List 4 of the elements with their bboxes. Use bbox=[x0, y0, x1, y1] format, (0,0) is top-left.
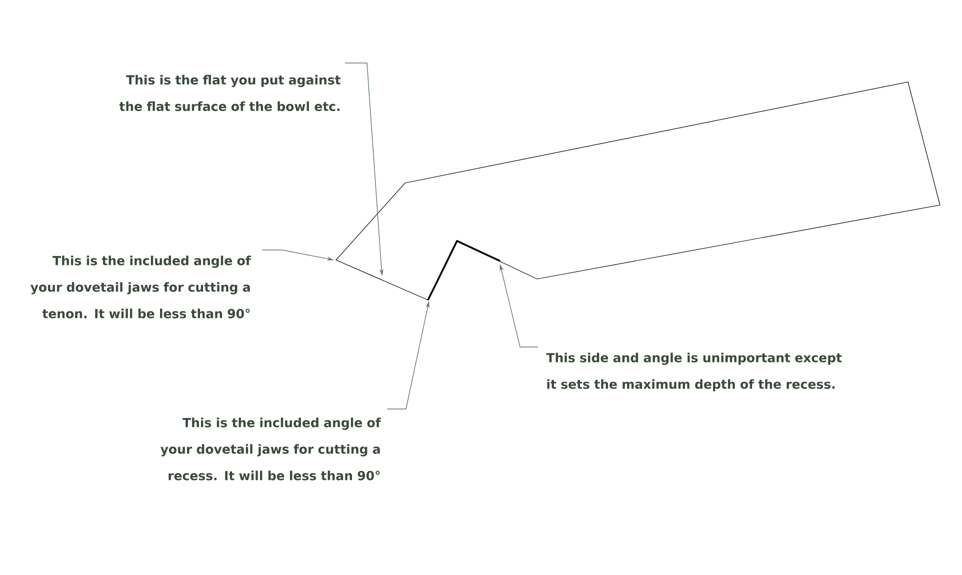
callout-text: This is the included angle of your dovetail jaws for cutting a recess. It will be less than 90° bbox=[160, 418, 381, 480]
callout-text: This is the flat you put against the flat surface of the bowl etc. bbox=[119, 74, 341, 112]
callout-text: This is the included angle of your dovetail jaws for cutting a tenon. It will be less than 90° bbox=[30, 256, 251, 318]
callout-text: This side and angle is unimportant except it sets the maximum depth of the recess. bbox=[546, 352, 842, 392]
